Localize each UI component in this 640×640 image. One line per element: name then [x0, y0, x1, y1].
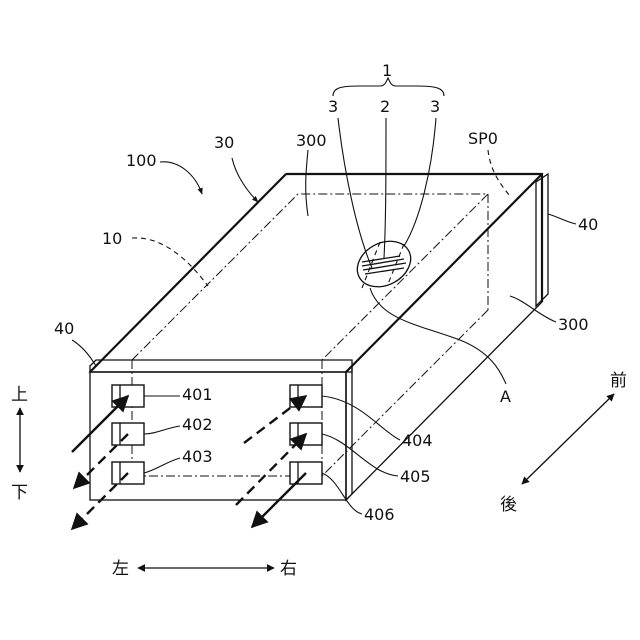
label-port-403: 403 — [182, 447, 213, 466]
label-port-402: 402 — [182, 415, 213, 434]
direction-back-label: 後 — [500, 495, 517, 515]
layer-detail — [338, 118, 506, 384]
assembly-brace — [333, 78, 444, 96]
ports — [112, 385, 322, 484]
label-top-panel-30: 30 — [214, 133, 234, 152]
direction-front-back — [522, 394, 614, 484]
direction-up-label: 上 — [11, 385, 28, 405]
leader-lines — [72, 150, 576, 514]
label-port-406: 406 — [364, 505, 395, 524]
label-surface-300-top: 300 — [296, 131, 327, 150]
reference-labels: 1 3 2 3 100 30 300 SP0 40 10 40 300 A 40… — [54, 61, 598, 524]
label-device-100: 100 — [126, 151, 157, 170]
front-panel-thickness — [346, 366, 352, 500]
direction-down-label: 下 — [11, 483, 28, 503]
label-inner-space-10: 10 — [102, 229, 122, 248]
direction-right-label: 右 — [280, 559, 297, 579]
label-layer-3-right: 3 — [430, 97, 440, 116]
detail-ellipse — [349, 232, 418, 295]
direction-left-label: 左 — [112, 559, 129, 579]
side-panel-left-plate — [90, 360, 352, 372]
direction-front-label: 前 — [610, 371, 627, 391]
label-side-panel-40-left: 40 — [54, 319, 74, 338]
right-side-face — [346, 174, 542, 500]
housing-box — [90, 174, 548, 500]
label-port-401: 401 — [182, 385, 213, 404]
label-surface-300-right: 300 — [558, 315, 589, 334]
label-assembly-1: 1 — [382, 61, 392, 80]
label-layer-2: 2 — [380, 97, 390, 116]
label-port-404: 404 — [402, 431, 433, 450]
label-port-405: 405 — [400, 467, 431, 486]
label-side-panel-40-right: 40 — [578, 215, 598, 234]
top-face — [90, 174, 542, 372]
label-detail-a: A — [500, 387, 511, 406]
label-space-sp0: SP0 — [468, 129, 498, 148]
label-layer-3-left: 3 — [328, 97, 338, 116]
